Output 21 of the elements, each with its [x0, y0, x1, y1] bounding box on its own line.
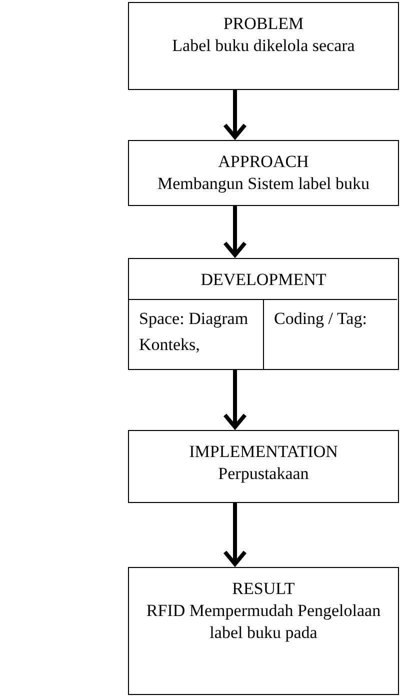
box-text: RFID Mempermudah Pengelolaan label buku pada	[145, 600, 382, 644]
box-heading: DEVELOPMENT	[200, 269, 328, 291]
process-box	[128, 430, 399, 503]
box-text: Space: Diagram Konteks,	[139, 308, 250, 356]
table-cell	[263, 299, 397, 369]
process-box	[128, 567, 399, 695]
box-heading: IMPLEMENTATION	[188, 441, 339, 463]
arrow	[223, 206, 247, 257]
box-heading: PROBLEM	[222, 13, 305, 35]
box-text: Membangun Sistem label buku	[156, 173, 370, 196]
process-box	[128, 2, 399, 90]
process-box	[128, 140, 399, 206]
box-heading: APPROACH	[217, 151, 310, 173]
arrow	[223, 90, 247, 139]
box-text: Label buku dikelola secara	[171, 35, 356, 58]
arrow	[223, 370, 247, 429]
box-text: Perpustakaan	[217, 463, 310, 486]
box-heading: RESULT	[231, 578, 296, 600]
box-text: Coding / Tag:	[274, 308, 368, 330]
process-box	[128, 258, 399, 370]
arrow	[223, 503, 247, 566]
